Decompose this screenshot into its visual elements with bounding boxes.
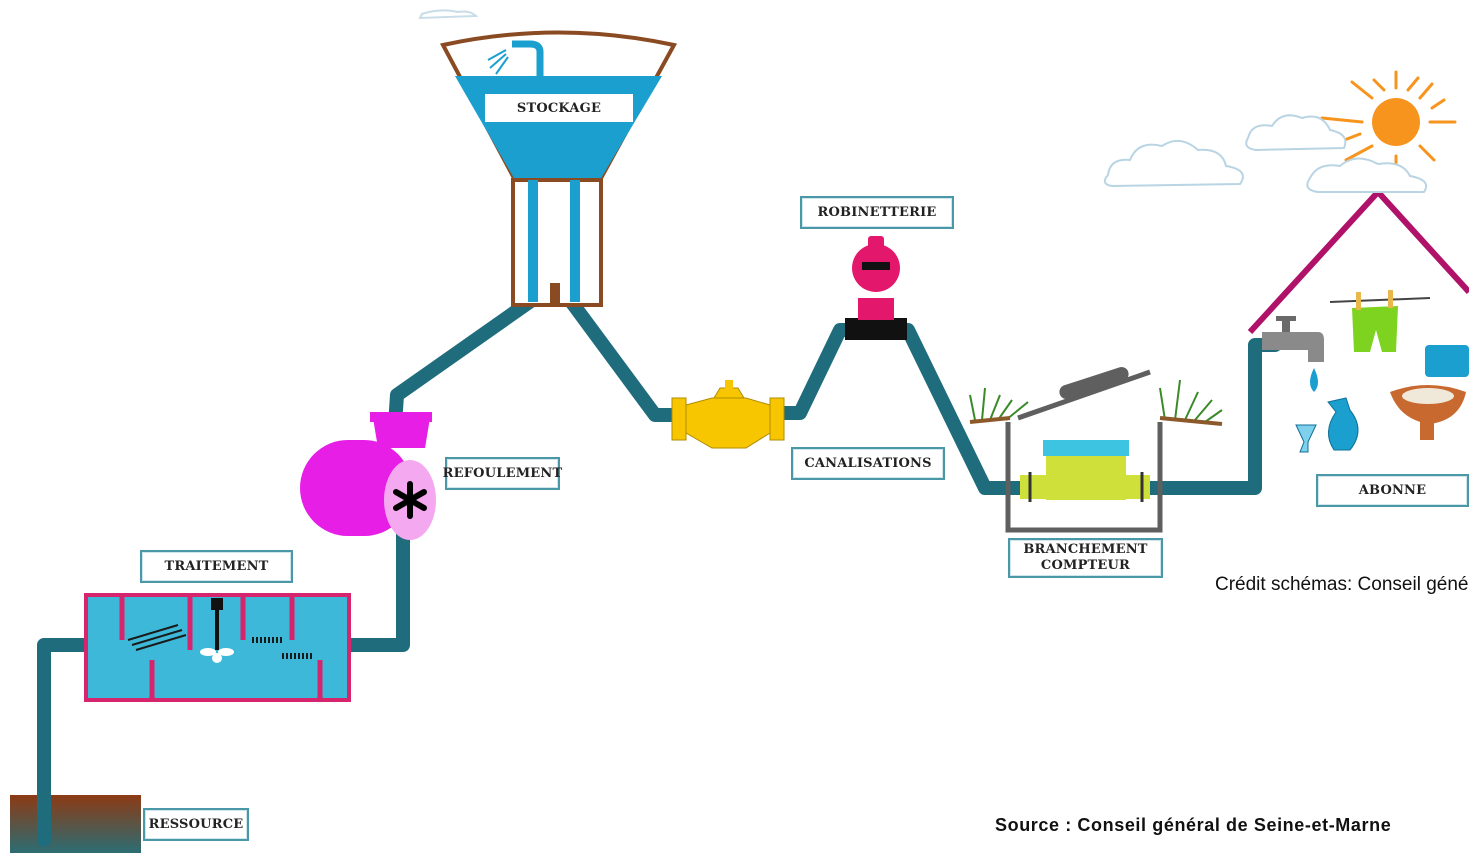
- pitcher-and-glass-icon: [1295, 397, 1359, 453]
- label-robinetterie: ROBINETTERIE: [800, 196, 954, 229]
- faucet-icon: [1262, 316, 1324, 392]
- label-traitement: TRAITEMENT: [140, 550, 293, 583]
- hydrant-valve-icon: [845, 236, 907, 340]
- gate-valve-icon: [671, 380, 785, 449]
- source-text: Source : Conseil général de Seine-et-Mar…: [995, 815, 1392, 835]
- sun-icon: [1320, 70, 1457, 174]
- ressource-ground: [10, 795, 141, 853]
- label-refoulement: REFOULEMENT: [442, 457, 563, 490]
- water-tower-icon: [439, 30, 678, 307]
- cloud-icon: [418, 9, 1428, 193]
- sink-icon: [1390, 345, 1469, 440]
- label-branchement-compteur: BRANCHEMENT COMPTEUR: [1008, 538, 1163, 578]
- label-abonne-text: ABONNE: [1358, 483, 1427, 498]
- water-meter-icon: [969, 367, 1223, 533]
- label-robinetterie-text: ROBINETTERIE: [817, 205, 937, 220]
- label-ressource: RESSOURCE: [143, 808, 249, 841]
- pump-icon: [300, 412, 436, 540]
- label-abonne: ABONNE: [1316, 474, 1469, 507]
- label-stockage: STOCKAGE: [485, 94, 633, 122]
- label-stockage-text: STOCKAGE: [516, 100, 602, 116]
- label-traitement-text: TRAITEMENT: [164, 559, 269, 574]
- credit-text: Crédit schémas: Conseil général de Seine…: [1215, 574, 1469, 595]
- treatment-tank-icon: [84, 593, 351, 702]
- label-canalisations: CANALISATIONS: [791, 447, 945, 480]
- label-ressource-text: RESSOURCE: [148, 817, 244, 832]
- label-branchement-text: BRANCHEMENT: [1023, 542, 1148, 557]
- label-refoulement-text: REFOULEMENT: [442, 466, 563, 481]
- label-compteur-text: COMPTEUR: [1040, 558, 1131, 573]
- label-canalisations-text: CANALISATIONS: [804, 456, 932, 471]
